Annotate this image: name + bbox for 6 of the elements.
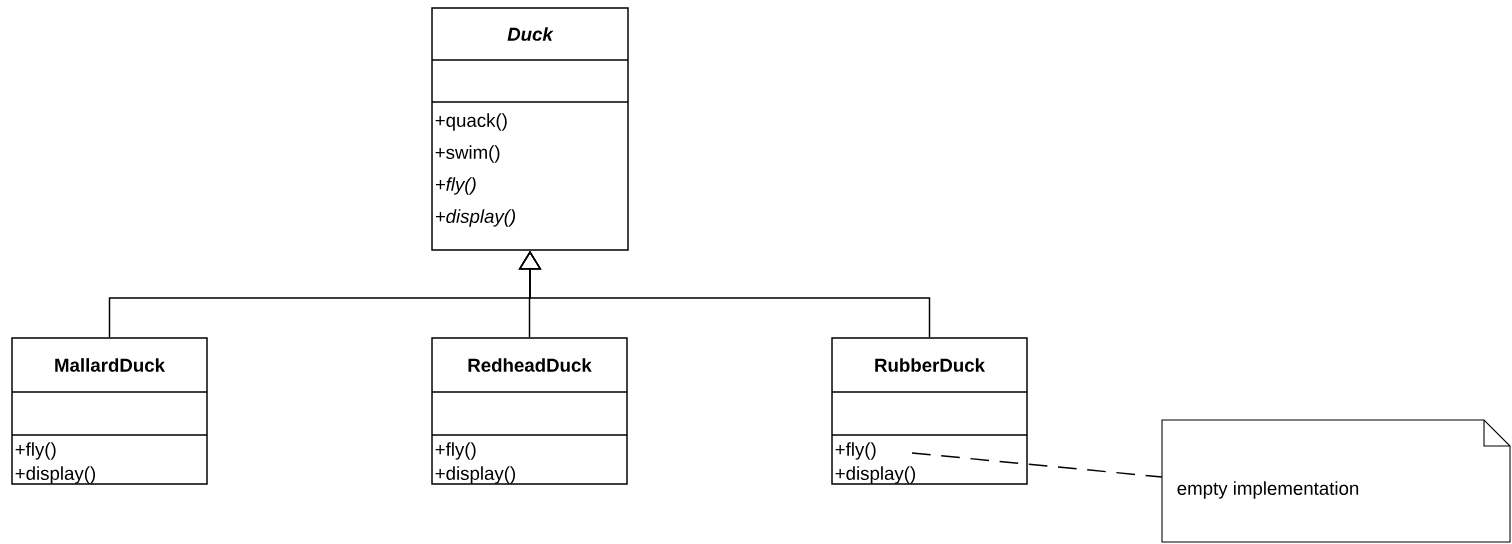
class-box: RedheadDuck +fly() +display()	[431, 337, 628, 485]
note-box: empty implementation	[1161, 419, 1511, 543]
class-box: MallardDuck +fly() +display()	[11, 337, 208, 485]
note-connector	[911, 452, 1163, 478]
class-box: RubberDuck +fly() +display()	[831, 337, 1028, 485]
class-box: Duck +quack() +swim() +fly() +display()	[431, 7, 629, 251]
